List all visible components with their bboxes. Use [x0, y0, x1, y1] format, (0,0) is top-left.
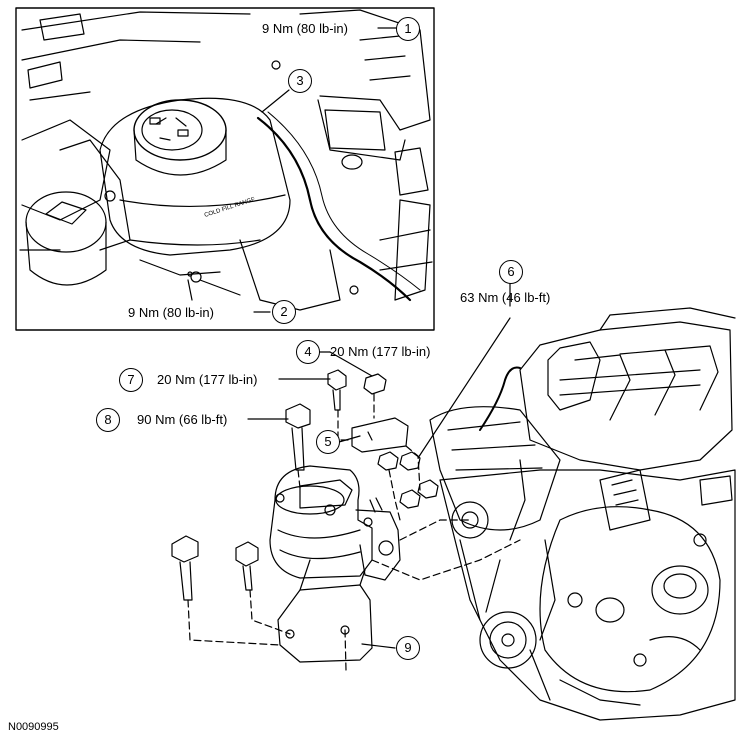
callout-number-9: 9 [396, 636, 420, 660]
callout-number-5: 5 [316, 430, 340, 454]
reservoir-label: COLD FILL RANGE [204, 197, 256, 219]
mount-assembly-art [171, 369, 439, 663]
detail-inset-frame [15, 7, 435, 331]
callout-number-2: 2 [272, 300, 296, 324]
figure-id: N0090995 [8, 721, 59, 733]
callout-number-1: 1 [396, 17, 420, 41]
leader-lines [247, 282, 511, 649]
callout-torque-6: 63 Nm (46 lb-ft) [460, 290, 551, 305]
callout-torque-7: 20 Nm (177 lb-in) [157, 372, 258, 387]
callout-number-7: 7 [119, 368, 143, 392]
engine-art [429, 307, 736, 721]
callout-torque-2: 9 Nm (80 lb-in) [128, 305, 214, 320]
callout-number-3: 3 [288, 69, 312, 93]
callout-torque-1: 9 Nm (80 lb-in) [262, 21, 348, 36]
callout-torque-4: 20 Nm (177 lb-in) [330, 344, 431, 359]
callout-number-6: 6 [499, 260, 523, 284]
callout-torque-8: 90 Nm (66 lb-ft) [137, 412, 228, 427]
callout-number-4: 4 [296, 340, 320, 364]
inset-leader-lines [187, 27, 397, 313]
detail-inset-art: COLD FILL RANGE [19, 9, 433, 311]
callout-number-8: 8 [96, 408, 120, 432]
